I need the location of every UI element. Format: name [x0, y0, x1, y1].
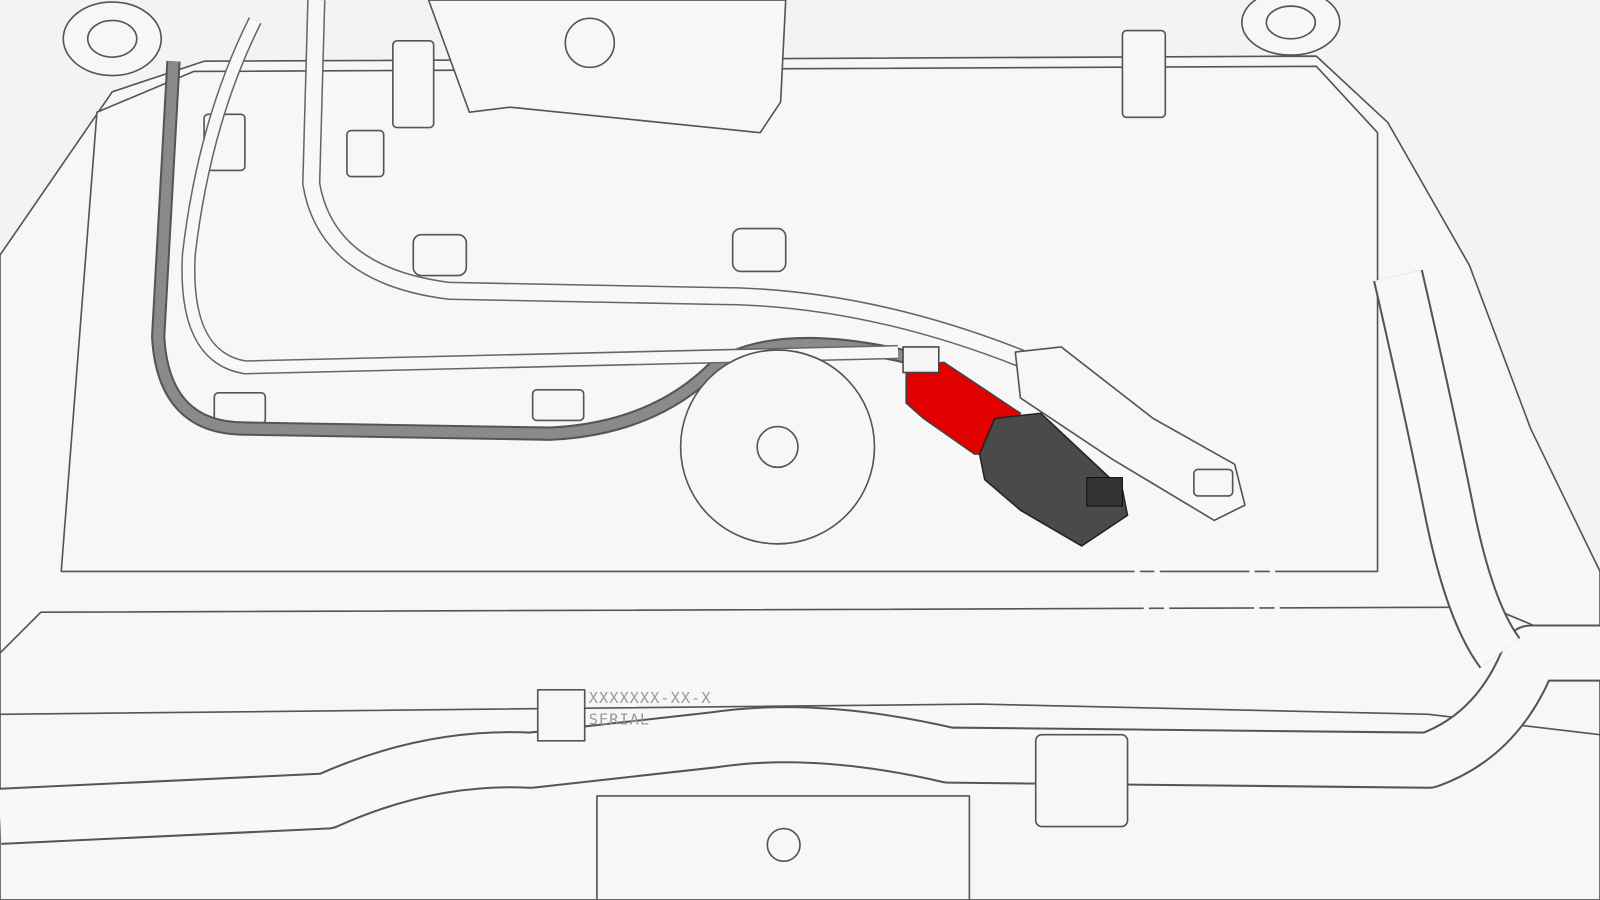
white-connector: [1014, 346, 1246, 522]
bushing-left: [62, 1, 163, 77]
bushing-right: [1241, 0, 1341, 56]
bolt-head: [564, 17, 616, 69]
serial-label: SERIAL: [589, 710, 650, 728]
label-box: [536, 688, 586, 742]
mating-connector: [978, 412, 1129, 547]
part-number-label: XXXXXXX-XX-X: [589, 689, 712, 707]
top-bracket: [427, 0, 787, 134]
cover-center: [756, 425, 799, 469]
hose-clamp: [1034, 733, 1129, 828]
lower-crossmember: [0, 606, 1600, 736]
